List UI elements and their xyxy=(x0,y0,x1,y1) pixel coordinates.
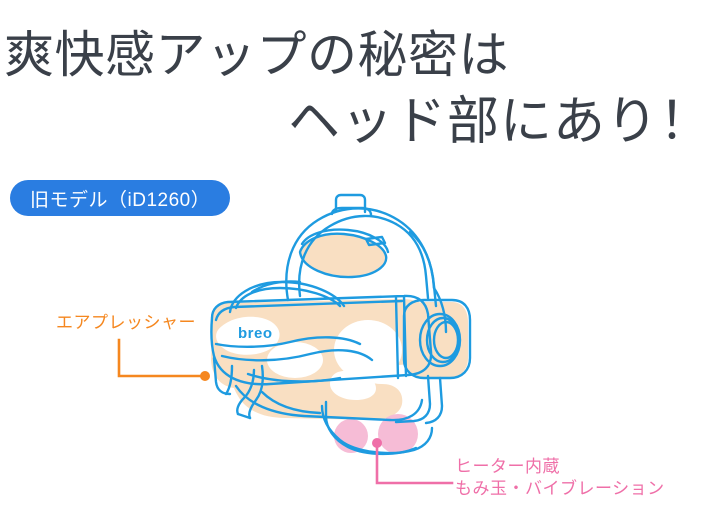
annotation-heater-line-2: もみ玉・バイブレーション xyxy=(455,478,665,498)
breo-logo: breo xyxy=(238,325,273,342)
headline-line-1: 爽快感アップの秘密は xyxy=(4,27,509,83)
model-badge-label: 旧モデル（iD1260） xyxy=(30,189,211,211)
air-pressure-leader xyxy=(117,338,210,381)
heater-leader xyxy=(372,438,454,485)
model-badge: 旧モデル（iD1260） xyxy=(10,180,231,216)
headline-line-2: ヘッド部にあり！ xyxy=(287,93,712,151)
device-fill-shapes xyxy=(211,233,468,420)
annotation-heater-label: ヒーター内蔵 もみ玉・バイブレーション xyxy=(455,456,665,500)
air-pressure-leader-dot xyxy=(200,371,210,381)
annotation-heater-line-1: ヒーター内蔵 xyxy=(455,457,560,476)
heater-leader-dot xyxy=(372,438,382,448)
heater-indicator-circles xyxy=(334,414,418,454)
annotation-air-pressure-label: エアプレッシャー xyxy=(56,313,196,332)
device-outline xyxy=(210,193,472,456)
